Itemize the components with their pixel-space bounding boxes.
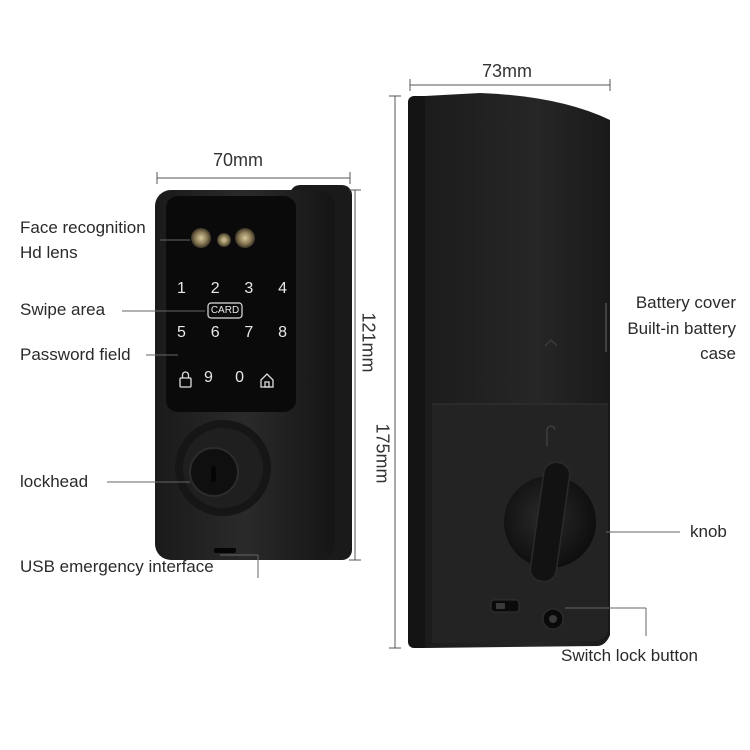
key-5[interactable]: 5 xyxy=(177,324,186,341)
back-side-edge xyxy=(408,96,430,648)
back-width-dimension: 73mm xyxy=(482,61,533,81)
keypad-row-2: 5 6 7 8 xyxy=(177,324,287,344)
switch-lock-button-label: Switch lock button xyxy=(561,646,699,665)
case-label: case xyxy=(700,344,736,363)
swipe-area-label: Swipe area xyxy=(20,300,106,319)
key-3[interactable]: 3 xyxy=(244,280,254,297)
lockhead-label: lockhead xyxy=(20,472,89,491)
usb-interface-label: USB emergency interface xyxy=(20,557,214,576)
key-4[interactable]: 4 xyxy=(278,280,287,297)
key-7[interactable]: 7 xyxy=(244,324,254,341)
knob-label: knob xyxy=(690,522,727,541)
key-8[interactable]: 8 xyxy=(278,324,287,341)
leader-lines xyxy=(107,239,680,636)
key-6[interactable]: 6 xyxy=(210,324,220,341)
camera-lens-left xyxy=(191,228,211,248)
key-2[interactable]: 2 xyxy=(210,280,220,297)
front-width-dimension: 70mm xyxy=(213,150,264,170)
built-in-battery-label: Built-in battery xyxy=(627,319,736,338)
lock-key-icon xyxy=(179,371,192,388)
dimension-lines xyxy=(156,79,611,649)
key-1[interactable]: 1 xyxy=(177,280,186,297)
front-height-dimension: 121mm xyxy=(358,312,379,373)
card-box xyxy=(207,302,243,319)
keypad-row-3: 9 0 xyxy=(204,369,244,389)
face-recognition-label: Face recognition xyxy=(20,218,146,237)
password-field-label: Password field xyxy=(20,345,131,364)
card-label: CARD xyxy=(210,305,240,316)
home-key-icon xyxy=(260,373,274,388)
front-lock-unit xyxy=(155,185,352,560)
back-lock-unit xyxy=(408,93,610,648)
hd-lens-label: Hd lens xyxy=(20,243,78,262)
thumb-turn-knob xyxy=(529,461,571,583)
camera-lens-middle xyxy=(217,233,231,247)
key-0[interactable]: 0 xyxy=(235,369,244,386)
keypad-glass xyxy=(166,196,296,412)
back-height-dimension: 175mm xyxy=(372,423,393,484)
key-9[interactable]: 9 xyxy=(204,369,213,386)
lock-indicator-icon xyxy=(546,425,556,446)
camera-lens-right xyxy=(235,228,255,248)
cover-arrow-icon xyxy=(544,338,558,347)
usb-port xyxy=(214,548,236,553)
keypad-row-1: 1 2 3 4 xyxy=(177,280,287,300)
keyhole xyxy=(211,466,216,482)
battery-cover-label: Battery cover xyxy=(635,293,736,312)
